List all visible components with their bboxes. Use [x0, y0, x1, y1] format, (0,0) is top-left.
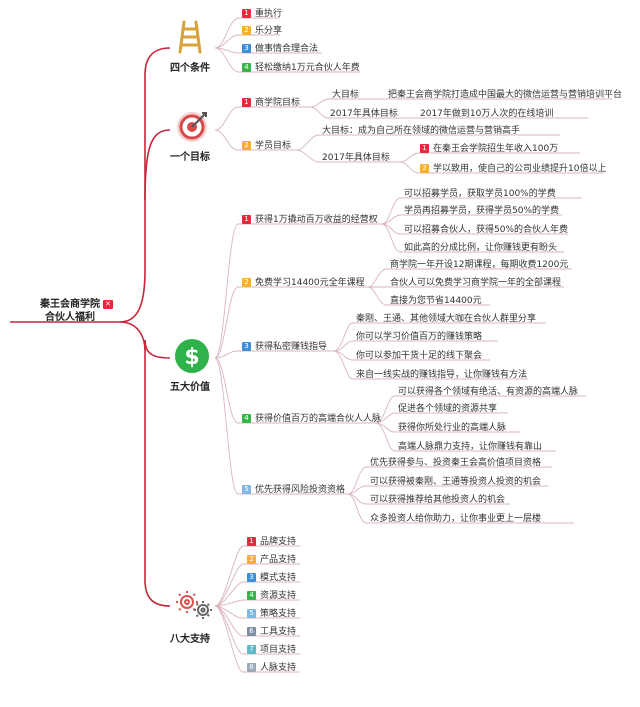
- gears-icon: [176, 591, 212, 619]
- number-badge: 1: [242, 9, 251, 18]
- number-badge: 1: [247, 537, 256, 546]
- number-badge: 4: [247, 591, 256, 600]
- value-detail: 可以获得各个领域有绝活、有资源的高端人脉: [398, 387, 579, 397]
- value-detail: 可以招募学员，获取学员100%的学费: [404, 189, 556, 199]
- number-badge: 8: [247, 663, 256, 672]
- number-badge: 1: [242, 98, 251, 107]
- dollar-icon: $: [175, 339, 209, 373]
- number-badge: 4: [242, 63, 251, 72]
- value-detail: 合伙人可以免费学习商学院一年的全部课程: [390, 278, 562, 288]
- value-detail: 学员再招募学员，获得学员50%的学费: [404, 206, 560, 216]
- value-detail: 直接为您节省14400元: [390, 296, 482, 306]
- value-detail: 众多投资人给你助力，让你事业更上一层楼: [370, 514, 542, 524]
- year-goal-label: 2017年具体目标: [330, 109, 398, 119]
- number-badge: 3: [242, 44, 251, 53]
- value-detail: 如此高的分成比例，让你赚钱更有盼头: [404, 243, 558, 253]
- branch-label-goal: 一个目标: [170, 152, 210, 163]
- number-badge: 3: [242, 342, 251, 351]
- student-year-goal-label: 2017年具体目标: [322, 153, 390, 163]
- value-detail: 你可以学习价值百万的赚钱策略: [356, 332, 483, 342]
- number-badge: 3: [247, 573, 256, 582]
- number-badge: 4: [242, 414, 251, 423]
- number-badge: 5: [242, 485, 251, 494]
- branch-label-values: 五大价值: [170, 382, 210, 393]
- root-title-line2: 合伙人福利: [45, 312, 95, 323]
- number-badge: 5: [247, 609, 256, 618]
- number-badge: 1: [420, 144, 429, 153]
- value-detail: 秦刚、王通、其他领域大咖在合伙人群里分享: [356, 314, 537, 324]
- value-detail: 你可以参加干货十足的线下聚会: [356, 351, 483, 361]
- number-badge: 1: [242, 215, 251, 224]
- number-badge: 2: [247, 555, 256, 564]
- root-title-line1: 秦王会商学院: [40, 299, 100, 310]
- root-node: 秦王会商学院 合伙人福利: [30, 298, 110, 324]
- value-detail: 促进各个领域的资源共享: [398, 404, 498, 414]
- value-detail: 获得你所处行业的高端人脉: [398, 423, 507, 433]
- value-detail: 可以获得推荐给其他投资人的机会: [370, 495, 506, 505]
- big-goal-text: 把秦王会商学院打造成中国最大的微信运营与营销培训平台: [388, 90, 623, 100]
- number-badge: 2: [242, 26, 251, 35]
- flag-icon: ✕: [103, 300, 113, 309]
- value-detail: 可以获得被秦刚、王通等投资人投资的机会: [370, 477, 542, 487]
- value-detail: 商学院一年开设12期课程，每期收费1200元: [390, 260, 569, 270]
- value-detail: 优先获得参与、投资秦王会高价值项目资格: [370, 458, 542, 468]
- number-badge: 2: [242, 278, 251, 287]
- number-badge: 2: [242, 141, 251, 150]
- number-badge: 7: [247, 645, 256, 654]
- branch-label-support: 八大支持: [170, 634, 210, 645]
- number-badge: 2: [420, 164, 429, 173]
- svg-text:$: $: [184, 345, 199, 370]
- value-detail: 可以招募合伙人，获得50%的合伙人年费: [404, 225, 569, 235]
- value-detail: 高端人脉鼎力支持，让你赚钱有靠山: [398, 442, 543, 452]
- student-big-goal: 大目标：成为自己所在领域的微信运营与营销高手: [322, 126, 521, 136]
- value-detail: 来自一线实战的赚钱指导，让你赚钱有方法: [356, 370, 528, 380]
- branch-label-conditions: 四个条件: [170, 63, 210, 74]
- big-goal-label: 大目标: [332, 90, 360, 100]
- number-badge: 6: [247, 627, 256, 636]
- year-goal-text: 2017年做到10万人次的在线培训: [420, 109, 554, 119]
- ladder-icon: [178, 20, 202, 54]
- target-icon: [177, 112, 207, 142]
